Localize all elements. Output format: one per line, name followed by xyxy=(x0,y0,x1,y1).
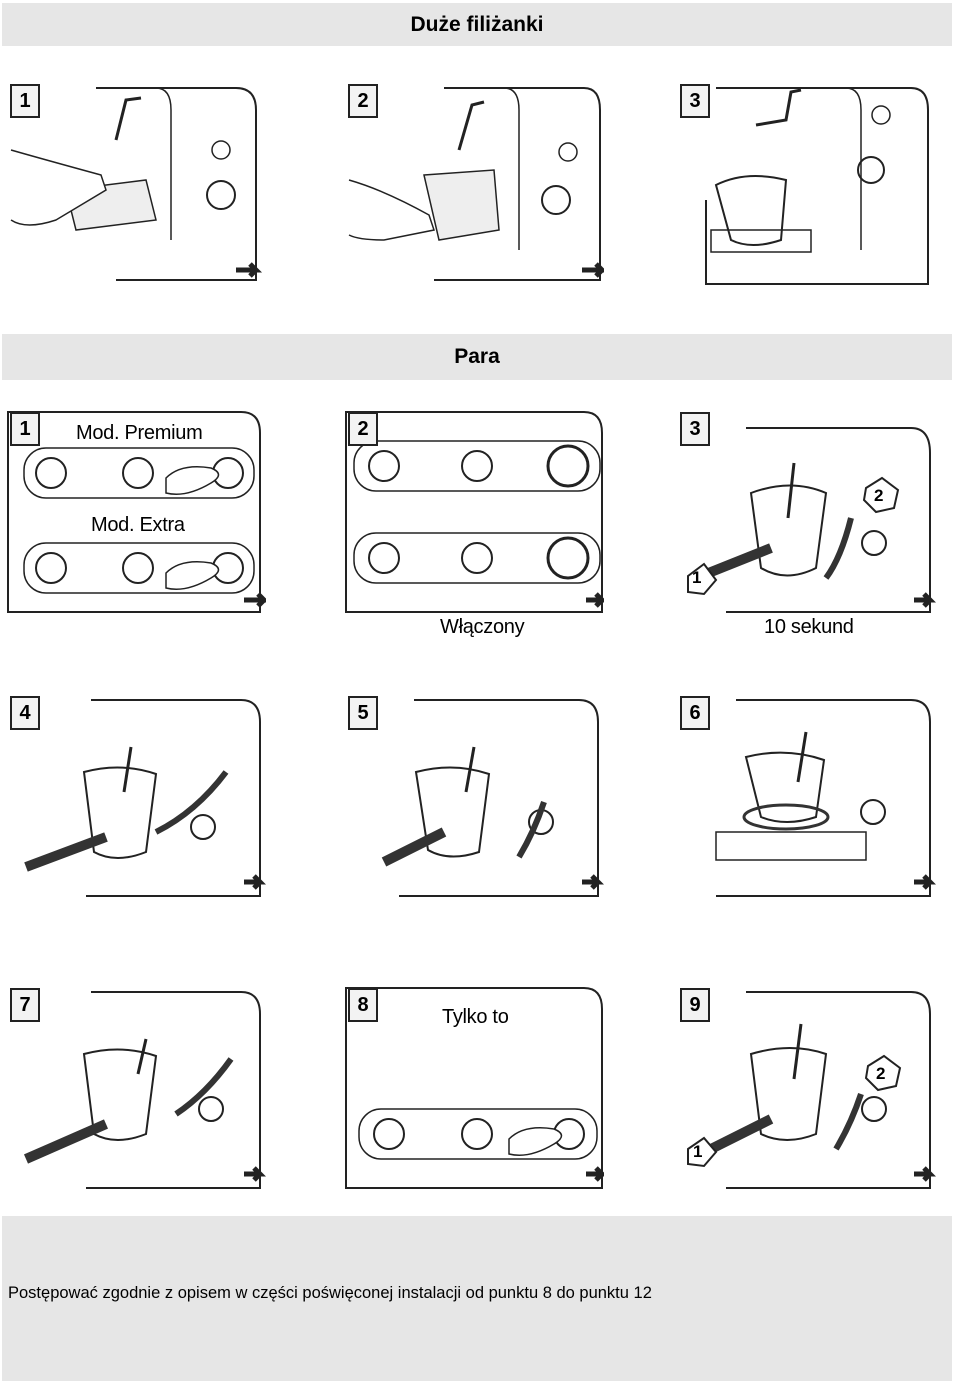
badge-2: 2 xyxy=(874,486,884,505)
footer-band xyxy=(2,1216,952,1381)
illustration-froth-milk-jug: 3 1 2 xyxy=(676,408,936,614)
label-seconds: 10 sekund xyxy=(764,616,854,638)
footer-text: Postępować zgodnie z opisem w części poś… xyxy=(8,1284,652,1302)
machine-drawing xyxy=(687,427,936,613)
machine-drawing xyxy=(10,87,263,281)
control-panel-drawing xyxy=(7,411,266,613)
illustration-froth-repeat: 9 1 2 xyxy=(676,984,936,1190)
step-number: 1 xyxy=(10,84,40,118)
machine-drawing xyxy=(715,699,936,897)
section-title-steam: Para xyxy=(2,334,952,380)
step-number: 5 xyxy=(348,696,378,730)
step-number: 2 xyxy=(348,84,378,118)
step-number: 1 xyxy=(10,412,40,446)
machine-drawing xyxy=(23,991,266,1189)
illustration-turn-wand: 5 xyxy=(344,692,604,898)
control-panel-drawing xyxy=(345,411,604,613)
illustration-clean-wand: 6 xyxy=(676,692,936,898)
illustration-large-cup-placed: 3 xyxy=(676,80,936,286)
illustration-remove-jug: 4 xyxy=(6,692,266,898)
machine-drawing xyxy=(705,87,929,285)
illustration-jug-remove-again: 7 xyxy=(6,984,266,1190)
badge-2: 2 xyxy=(876,1064,886,1083)
badge-1: 1 xyxy=(692,568,702,587)
control-panel-drawing xyxy=(345,987,604,1189)
machine-drawing xyxy=(381,699,604,897)
badge-1: 1 xyxy=(693,1142,703,1161)
illustration-insert-drip-tray: 1 xyxy=(6,80,266,286)
machine-drawing xyxy=(348,87,604,281)
step-number: 4 xyxy=(10,696,40,730)
label-mod-extra: Mod. Extra xyxy=(91,514,185,536)
step-number: 7 xyxy=(10,988,40,1022)
step-number: 3 xyxy=(680,84,710,118)
step-number: 9 xyxy=(680,988,710,1022)
section-title-large-cups: Duże filiżanki xyxy=(2,3,952,46)
step-number: 2 xyxy=(348,412,378,446)
label-mod-premium: Mod. Premium xyxy=(76,422,203,444)
machine-drawing xyxy=(687,991,936,1189)
illustration-press-steam-only: 8 Tylko to xyxy=(344,984,604,1190)
illustration-steam-button-modes: 1 Mod. Premium Mod. Extra xyxy=(6,408,266,614)
label-only-this: Tylko to xyxy=(442,1006,509,1028)
illustration-slide-cup-support: 2 xyxy=(344,80,604,286)
illustration-steam-button-on: 2 xyxy=(344,408,604,614)
step-number: 3 xyxy=(680,412,710,446)
step-number: 8 xyxy=(348,988,378,1022)
step-number: 6 xyxy=(680,696,710,730)
machine-drawing xyxy=(24,699,266,897)
label-wlaczony: Włączony xyxy=(440,616,525,638)
